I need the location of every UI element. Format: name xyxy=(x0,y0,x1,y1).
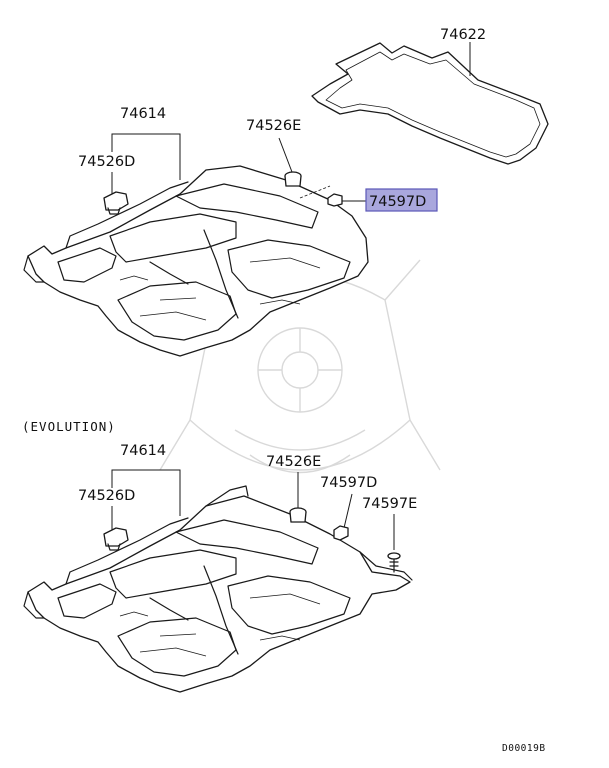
bracket-line xyxy=(111,469,181,516)
clip-74526D-evolution[interactable] xyxy=(103,527,129,551)
part-number-74597D-evolution[interactable]: 74597D xyxy=(320,475,377,491)
clip-74526E-evolution[interactable] xyxy=(289,507,307,523)
dashed-guide xyxy=(299,185,331,199)
leader-line xyxy=(343,493,353,529)
clip-74526E[interactable] xyxy=(284,171,302,187)
clip-74597D-evolution[interactable] xyxy=(333,525,349,541)
clip-74597D[interactable] xyxy=(327,193,343,207)
part-number-74526E-evolution[interactable]: 74526E xyxy=(266,454,321,470)
part-number-74526E[interactable]: 74526E xyxy=(246,118,301,134)
part-number-74614-evolution[interactable]: 74614 xyxy=(120,443,166,459)
part-number-74622[interactable]: 74622 xyxy=(440,27,486,43)
trunk-mat[interactable] xyxy=(311,42,549,165)
part-number-74597D-highlighted[interactable]: 74597D xyxy=(369,194,426,210)
clip-74597E-evolution[interactable] xyxy=(387,552,401,573)
part-number-74526D[interactable]: 74526D xyxy=(78,154,135,170)
part-number-74614[interactable]: 74614 xyxy=(120,106,166,122)
leader-line xyxy=(278,137,293,173)
bracket-line xyxy=(111,133,181,180)
part-number-74526D-evolution[interactable]: 74526D xyxy=(78,488,135,504)
part-number-74597E-evolution[interactable]: 74597E xyxy=(362,496,417,512)
diagram-code: D00019B xyxy=(502,743,546,754)
floor-mat-assembly-evolution[interactable] xyxy=(23,485,413,693)
clip-74526D[interactable] xyxy=(103,191,129,215)
highlight-box xyxy=(365,188,438,212)
variant-caption: (EVOLUTION) xyxy=(22,419,116,434)
floor-mat-assembly[interactable] xyxy=(23,165,369,357)
